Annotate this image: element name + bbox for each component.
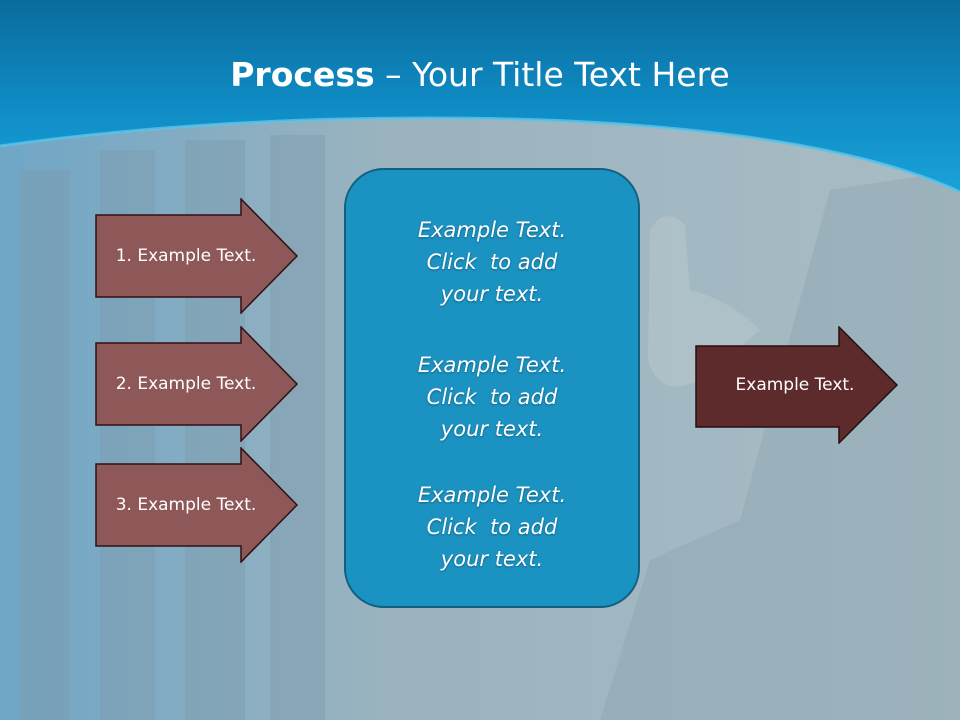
panel-text-block-1[interactable]: Example Text. Click to add your text. — [346, 214, 638, 310]
panel-line: your text. — [440, 547, 544, 571]
header-band — [0, 0, 960, 192]
panel-line: Click to add — [426, 515, 558, 539]
panel-line: Click to add — [426, 385, 558, 409]
output-arrow[interactable]: Example Text. — [695, 326, 900, 444]
step-label-2: 2. Example Text. — [115, 374, 257, 394]
arrow-shape — [95, 447, 299, 563]
header-highlight — [0, 116, 960, 194]
slide-title: Process – Your Title Text Here — [0, 50, 960, 100]
title-rest: – Your Title Text Here — [374, 55, 730, 94]
panel-line: Click to add — [426, 250, 558, 274]
sleeve-silhouette — [600, 170, 960, 720]
step-arrow-3[interactable]: 3. Example Text. — [95, 447, 300, 563]
step-label-1: 1. Example Text. — [115, 246, 257, 266]
step-arrow-2[interactable]: 2. Example Text. — [95, 326, 300, 442]
title-bold: Process — [230, 55, 375, 94]
panel-line: Example Text. — [417, 353, 567, 377]
panel-line: your text. — [440, 417, 544, 441]
process-panel[interactable]: Example Text. Click to add your text. Ex… — [344, 168, 640, 608]
output-label: Example Text. — [735, 375, 855, 395]
arrow-shape — [95, 198, 299, 314]
panel-text-block-2[interactable]: Example Text. Click to add your text. — [346, 349, 638, 445]
panel-text-block-3[interactable]: Example Text. Click to add your text. — [346, 479, 638, 575]
step-arrow-1[interactable]: 1. Example Text. — [95, 198, 300, 314]
hand-silhouette — [648, 216, 760, 387]
panel-line: Example Text. — [417, 483, 567, 507]
panel-line: Example Text. — [417, 218, 567, 242]
step-label-3: 3. Example Text. — [115, 495, 257, 515]
arrow-shape — [95, 326, 299, 442]
arrow-shape — [695, 326, 899, 444]
panel-line: your text. — [440, 282, 544, 306]
